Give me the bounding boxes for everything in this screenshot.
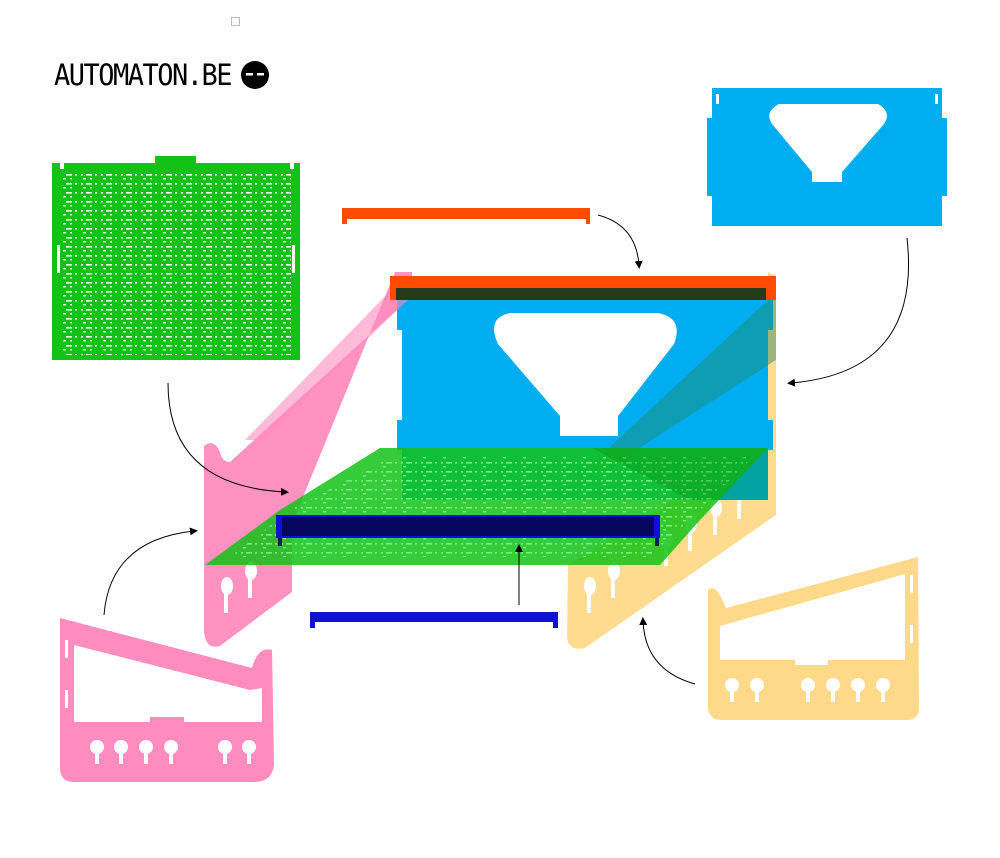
yellow-right-side: [708, 557, 919, 720]
orange-top-bar: [342, 208, 590, 224]
blue-back-panel: [707, 88, 947, 226]
arrow-green-plate: [167, 382, 289, 496]
arrow-orange-bar: [597, 214, 643, 269]
assembly-arrows: [103, 214, 909, 685]
face-circle-icon: [241, 61, 270, 89]
navy-front-bar: [310, 612, 558, 628]
brand-title: AUTOMATON.BE: [54, 57, 233, 93]
arrow-pink-side: [103, 527, 198, 616]
arrow-blue-panel: [787, 237, 909, 387]
green-base-plate: [52, 156, 300, 360]
brand-header: AUTOMATON.BE: [54, 57, 270, 93]
assembled-stand: [204, 272, 776, 649]
arrow-yellow-side: [639, 617, 696, 685]
pink-left-side: [60, 618, 274, 782]
small-square-marker: [231, 17, 240, 26]
